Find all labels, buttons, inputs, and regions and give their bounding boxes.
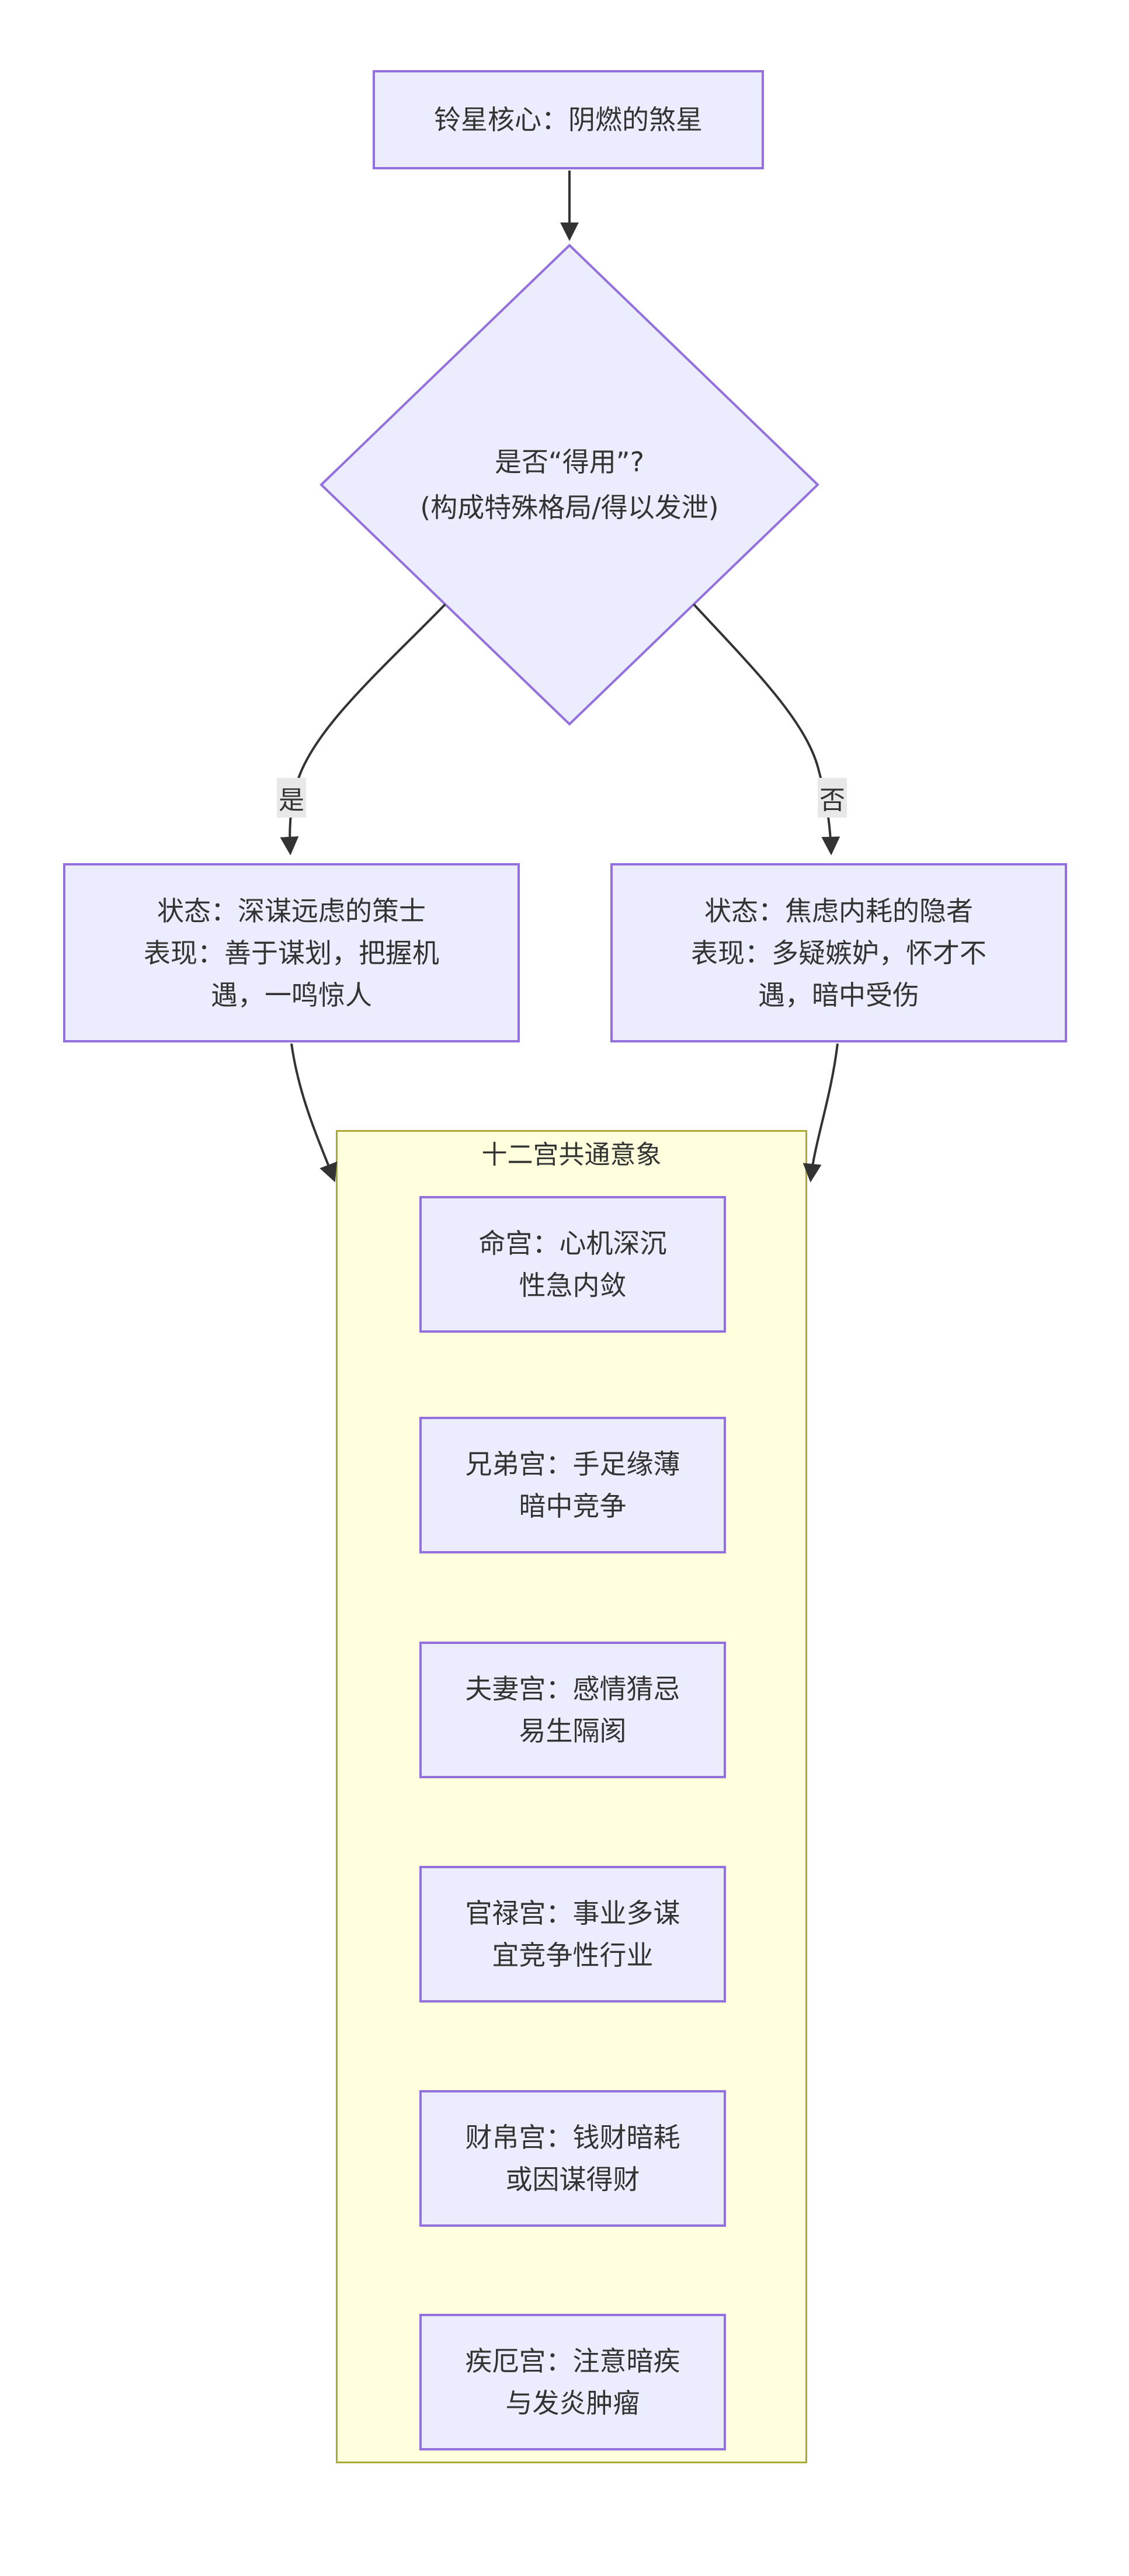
strategist-line-1: 状态：深谋远虑的策士: [157, 895, 426, 927]
palace-fuqi-line-1: 夫妻宫：感情猜忌: [465, 1673, 680, 1705]
palace-ming-line-1: 命宫：心机深沉: [478, 1228, 667, 1259]
edge-label-yes: 是: [277, 778, 306, 818]
palace-node-ming: 命宫：心机深沉 性急内敛: [419, 1196, 726, 1333]
hermit-line-2: 表现：多疑嫉妒，怀才不: [691, 937, 986, 969]
palace-xiongdi-line-2: 暗中竞争: [519, 1490, 627, 1522]
edge-label-no: 否: [818, 778, 847, 818]
palace-jie-line-1: 疾厄宫：注意暗疾: [465, 2345, 680, 2377]
strategist-line-3: 遇，一鸣惊人: [211, 979, 372, 1011]
decision-line-1: 是否“得用”?: [494, 446, 645, 478]
palace-node-caibo: 财帛宫：钱财暗耗 或因谋得财: [419, 2090, 726, 2227]
edge-decision-to-strategist: [280, 603, 446, 856]
strategist-line-2: 表现：善于谋划，把握机: [144, 937, 439, 969]
hermit-line-3: 遇，暗中受伤: [758, 979, 919, 1011]
edge-decision-to-hermit: [693, 603, 840, 856]
edge-hermit-to-palaces: [803, 1043, 839, 1183]
palace-guanlu-line-2: 宜竞争性行业: [492, 1939, 654, 1971]
palace-node-jie: 疾厄宫：注意暗疾 与发炎肿瘤: [419, 2314, 726, 2450]
palace-node-guanlu: 官禄宫：事业多谋 宜竞争性行业: [419, 1866, 726, 2003]
palace-guanlu-line-1: 官禄宫：事业多谋: [465, 1897, 680, 1929]
palaces-cluster-title: 十二宫共通意象: [481, 1140, 662, 1170]
palace-fuqi-line-2: 易生隔阂: [519, 1715, 627, 1747]
root-node-label: 铃星核心：阴燃的煞星: [434, 104, 703, 135]
hermit-node: 状态：焦虑内耗的隐者 表现：多疑嫉妒，怀才不 遇，暗中受伤: [610, 863, 1067, 1042]
palace-xiongdi-line-1: 兄弟宫：手足缘薄: [465, 1448, 680, 1480]
root-node: 铃星核心：阴燃的煞星: [373, 70, 764, 169]
edge-strategist-to-palaces: [290, 1043, 338, 1183]
decision-line-2: (构成特殊格局/得以发泄): [420, 492, 719, 523]
decision-node-label: 是否“得用”? (构成特殊格局/得以发泄): [380, 409, 759, 561]
palace-jie-line-2: 与发炎肿瘤: [505, 2387, 640, 2419]
decision-diamond-shape: [319, 244, 819, 726]
palace-ming-line-2: 性急内敛: [519, 1270, 627, 1301]
palace-caibo-line-1: 财帛宫：钱财暗耗: [465, 2122, 680, 2153]
palaces-cluster: 十二宫共通意象 命宫：心机深沉 性急内敛 兄弟宫：手足缘薄 暗中竞争 夫妻宫：感…: [336, 1130, 807, 2463]
palace-caibo-line-2: 或因谋得财: [505, 2164, 640, 2195]
palace-node-xiongdi: 兄弟宫：手足缘薄 暗中竞争: [419, 1417, 726, 1553]
strategist-node: 状态：深谋远虑的策士 表现：善于谋划，把握机 遇，一鸣惊人: [63, 863, 520, 1042]
palace-node-fuqi: 夫妻宫：感情猜忌 易生隔阂: [419, 1642, 726, 1778]
hermit-line-1: 状态：焦虑内耗的隐者: [704, 895, 973, 927]
